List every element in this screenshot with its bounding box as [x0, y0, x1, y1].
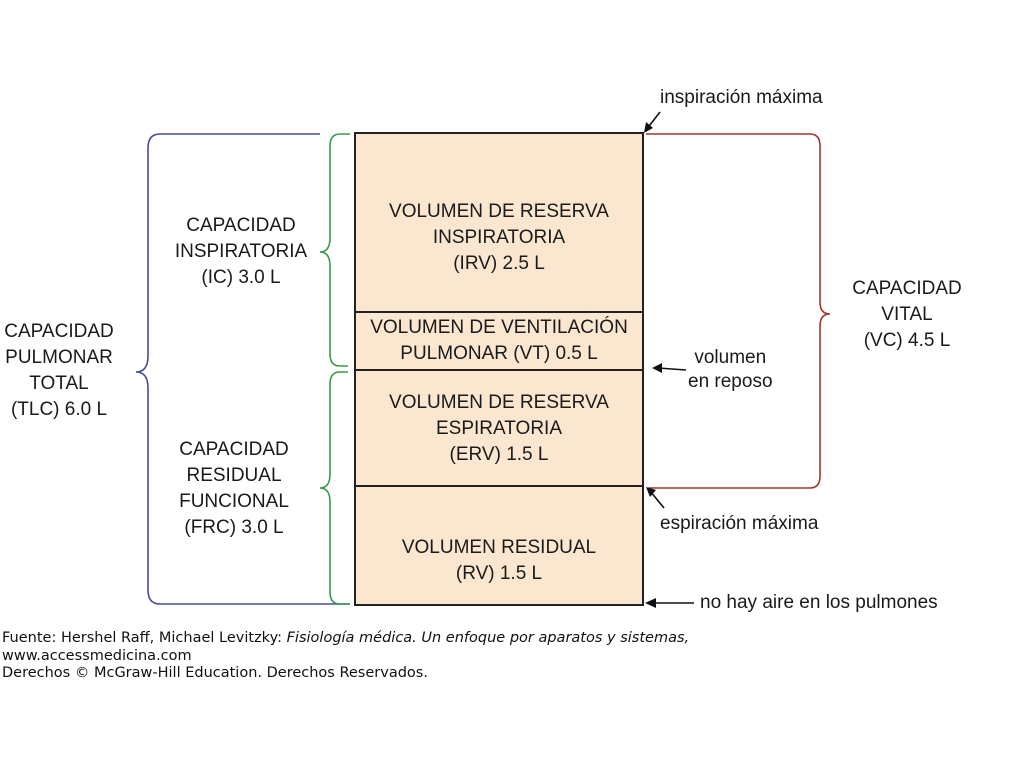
- tlc-line-1: CAPACIDAD: [4, 321, 114, 342]
- rest-volume-arrow: [652, 363, 687, 373]
- vt-line-1: VOLUMEN DE VENTILACIÓN: [370, 317, 628, 338]
- irv-line-1: VOLUMEN DE RESERVA: [389, 201, 609, 222]
- max-inspiration-note: inspiración máxima: [660, 87, 823, 108]
- source-prefix: Fuente: Hershel Raff, Michael Levitzky:: [2, 630, 287, 646]
- frc-line-4: (FRC) 3.0 L: [184, 517, 284, 538]
- source-line: Fuente: Hershel Raff, Michael Levitzky: …: [2, 630, 689, 648]
- rest-volume-line-2: en reposo: [688, 371, 773, 392]
- vc-brace: [646, 133, 831, 489]
- tlc-line-3: TOTAL: [29, 373, 89, 394]
- max-expiration-note: espiración máxima: [660, 513, 819, 534]
- tlc-line-2: PULMONAR: [5, 347, 113, 368]
- irv-line-2: INSPIRATORIA: [432, 227, 566, 248]
- erv-line-3: (ERV) 1.5 L: [449, 444, 549, 465]
- no-air-note: no hay aire en los pulmones: [700, 592, 938, 613]
- frc-line-2: RESIDUAL: [186, 465, 282, 486]
- max-expiration-arrow: [646, 487, 665, 509]
- ic-line-2: INSPIRATORIA: [174, 241, 308, 262]
- ic-line-1: CAPACIDAD: [186, 215, 296, 236]
- book-title: Fisiología médica. Un enfoque por aparat…: [286, 630, 690, 646]
- rest-volume-line-1: volumen: [694, 347, 767, 368]
- frc-line-1: CAPACIDAD: [179, 439, 289, 460]
- vc-label: CAPACIDAD VITAL (VC) 4.5 L: [842, 276, 972, 354]
- tlc-line-4: (TLC) 6.0 L: [10, 399, 108, 420]
- vc-line-2: VITAL: [881, 304, 933, 325]
- source-footer: Fuente: Hershel Raff, Michael Levitzky: …: [2, 630, 689, 683]
- irv-line-3: (IRV) 2.5 L: [453, 253, 545, 274]
- frc-brace: [319, 371, 350, 605]
- no-air-arrow: [645, 598, 694, 608]
- max-inspiration-arrow: [644, 111, 661, 133]
- rest-volume-note: volumen en reposo: [688, 346, 773, 394]
- source-url[interactable]: www.accessmedicina.com: [2, 647, 192, 664]
- erv-label: VOLUMEN DE RESERVA ESPIRATORIA (ERV) 1.5…: [356, 390, 642, 468]
- erv-line-2: ESPIRATORIA: [436, 418, 562, 439]
- rv-line-1: VOLUMEN RESIDUAL: [401, 537, 597, 558]
- vt-label: VOLUMEN DE VENTILACIÓN PULMONAR (VT) 0.5…: [356, 315, 642, 367]
- vt-line-2: PULMONAR (VT) 0.5 L: [400, 343, 598, 364]
- ic-brace: [319, 133, 350, 367]
- erv-line-1: VOLUMEN DE RESERVA: [389, 392, 609, 413]
- irv-label: VOLUMEN DE RESERVA INSPIRATORIA (IRV) 2.…: [356, 199, 642, 277]
- vc-line-1: CAPACIDAD: [852, 278, 962, 299]
- tlc-label: CAPACIDAD PULMONAR TOTAL (TLC) 6.0 L: [0, 319, 118, 423]
- ic-line-3: (IC) 3.0 L: [201, 267, 281, 288]
- frc-label: CAPACIDAD RESIDUAL FUNCIONAL (FRC) 3.0 L: [166, 437, 302, 541]
- rv-label: VOLUMEN RESIDUAL (RV) 1.5 L: [356, 535, 642, 587]
- rv-line-2: (RV) 1.5 L: [455, 563, 543, 584]
- vc-line-3: (VC) 4.5 L: [863, 330, 951, 351]
- frc-line-3: FUNCIONAL: [179, 491, 289, 512]
- ic-label: CAPACIDAD INSPIRATORIA (IC) 3.0 L: [166, 213, 316, 291]
- copyright-line: Derechos © McGraw-Hill Education. Derech…: [2, 665, 428, 681]
- tlc-brace: [135, 133, 350, 605]
